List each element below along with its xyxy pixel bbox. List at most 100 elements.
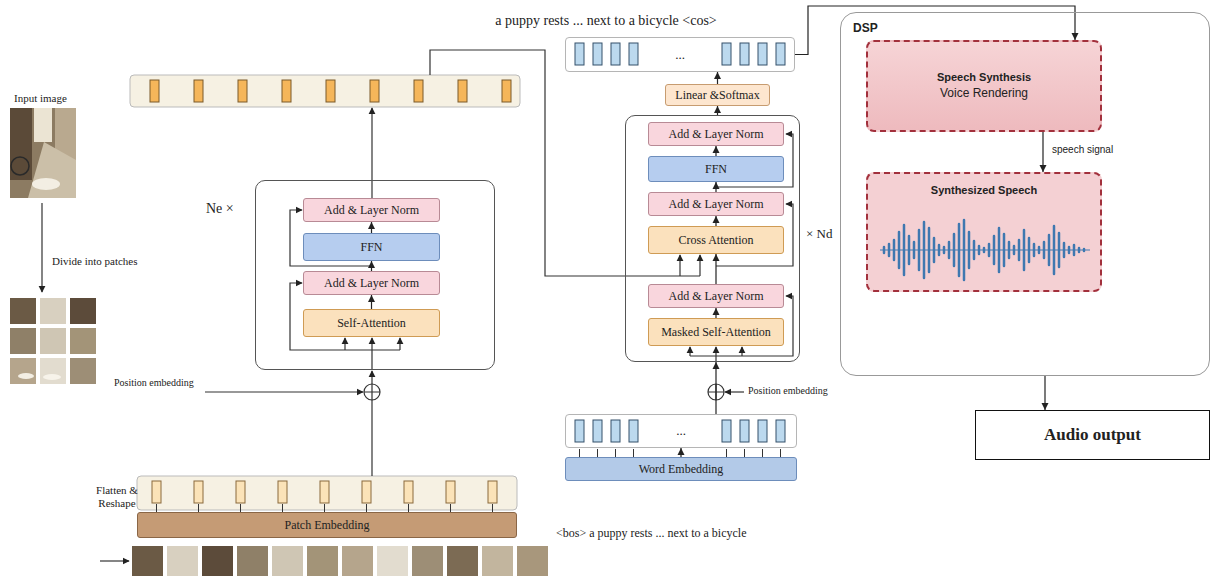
image-patch <box>412 546 443 576</box>
node-text: Add & Layer Norm <box>669 127 764 141</box>
token <box>320 481 329 503</box>
connector-arrow <box>1042 376 1049 410</box>
connector-arrow <box>713 254 720 284</box>
image-patch <box>307 546 338 576</box>
arrow-head <box>713 182 720 189</box>
arrow-head <box>713 362 720 369</box>
speech-box: Synthesized Speech <box>866 172 1102 292</box>
wire <box>371 108 372 198</box>
node-text: × Nd <box>806 226 832 242</box>
connector-arrow <box>713 362 720 414</box>
memory-arrow <box>699 255 700 276</box>
divide-arrow <box>41 203 42 292</box>
token-row <box>130 75 520 107</box>
node-text: Add & Layer Norm <box>669 197 764 211</box>
embedding-ticks <box>157 504 493 512</box>
image-patch <box>237 546 268 576</box>
token <box>414 80 423 102</box>
token <box>282 80 291 102</box>
token <box>758 43 767 65</box>
arrow-head <box>368 261 375 268</box>
node-text: DSP <box>853 21 878 35</box>
connector-arrow <box>713 182 720 192</box>
norm-box: Add & Layer Norm <box>303 271 440 295</box>
patch-sequence <box>132 546 548 576</box>
caption-label: Position embedding <box>114 377 194 389</box>
decoder-input-tokens <box>575 420 785 457</box>
encoder-token-row <box>137 476 517 512</box>
image-patch <box>132 546 163 576</box>
token <box>488 481 497 503</box>
softmax-box: Linear &Softmax <box>665 84 770 106</box>
connector-arrow <box>368 261 375 271</box>
embedding-ticks <box>580 449 781 457</box>
encoder-output-row <box>130 75 520 107</box>
node-text: Audio output <box>1044 425 1141 445</box>
image-patch <box>70 298 96 324</box>
decoder-output-tokens <box>575 43 785 65</box>
decoder-block: × NdAdd & Layer NormFFNAdd & Layer NormC… <box>625 115 800 362</box>
token <box>238 80 247 102</box>
node-text: FFN <box>360 240 382 254</box>
token <box>458 80 467 102</box>
image-patch <box>40 358 66 384</box>
token <box>575 420 584 442</box>
token <box>593 420 602 442</box>
photo-street <box>28 142 76 198</box>
ffn-box: FFN <box>303 233 440 261</box>
node-text: Add & Layer Norm <box>324 276 419 290</box>
attention-box: Masked Self-Attention <box>648 318 784 346</box>
arrow-head <box>368 295 375 302</box>
image-patch <box>272 546 303 576</box>
token <box>611 43 620 65</box>
synthesized-speech-art <box>866 172 1102 292</box>
token <box>629 43 638 65</box>
photo-puppy <box>32 178 60 190</box>
qkv-arrow <box>741 347 742 356</box>
connector-arrow <box>713 308 720 318</box>
connector-arrow <box>714 72 721 84</box>
token <box>776 43 785 65</box>
patch-puppy <box>18 373 34 379</box>
image-patch <box>10 298 36 324</box>
photo-sky <box>34 108 52 142</box>
connector-arrow <box>714 106 721 115</box>
photo-building <box>10 108 32 180</box>
position-arrow <box>205 391 363 392</box>
dsp-panel: DSP Speech SynthesisVoice RenderingSynthe… <box>840 12 1210 376</box>
image-patch <box>167 546 198 576</box>
caption-label: Flatten & Reshape <box>94 484 140 510</box>
encoder-block: Ne ×Add & Layer NormFFNAdd & Layer NormS… <box>255 180 495 370</box>
token <box>194 481 203 503</box>
arrow-head <box>714 106 721 113</box>
image-patch <box>202 546 233 576</box>
connector-arrow <box>1040 132 1047 172</box>
arrow-head <box>713 216 720 223</box>
norm-box: Add & Layer Norm <box>648 284 784 308</box>
token <box>722 420 731 442</box>
wire <box>371 371 372 384</box>
memory-arrow <box>679 255 680 276</box>
qkv-arrow <box>371 338 372 350</box>
image-patch <box>10 358 36 384</box>
token <box>446 481 455 503</box>
synthesis-box: Speech SynthesisVoice Rendering <box>866 40 1102 132</box>
node-subtext: ... <box>675 47 685 63</box>
node-text: Cross Attention <box>678 233 753 247</box>
ffn-box: FFN <box>648 156 784 182</box>
flatten-arrow <box>100 560 129 561</box>
caption-label: Input image <box>14 92 67 105</box>
image-patch <box>40 328 66 354</box>
caption-label: Position embedding <box>748 385 828 397</box>
node-text: FFN <box>705 162 727 176</box>
arrow-head <box>368 222 375 229</box>
node-text: Add & Layer Norm <box>669 289 764 303</box>
node-text: Self-Attention <box>337 316 406 330</box>
node-text: Masked Self-Attention <box>661 325 771 339</box>
token <box>611 420 620 442</box>
photo-ground <box>10 108 76 198</box>
image-patch <box>342 546 373 576</box>
wire <box>345 350 400 370</box>
output-token-row: a puppy rests ... next to a bicycle <cos… <box>565 37 795 72</box>
